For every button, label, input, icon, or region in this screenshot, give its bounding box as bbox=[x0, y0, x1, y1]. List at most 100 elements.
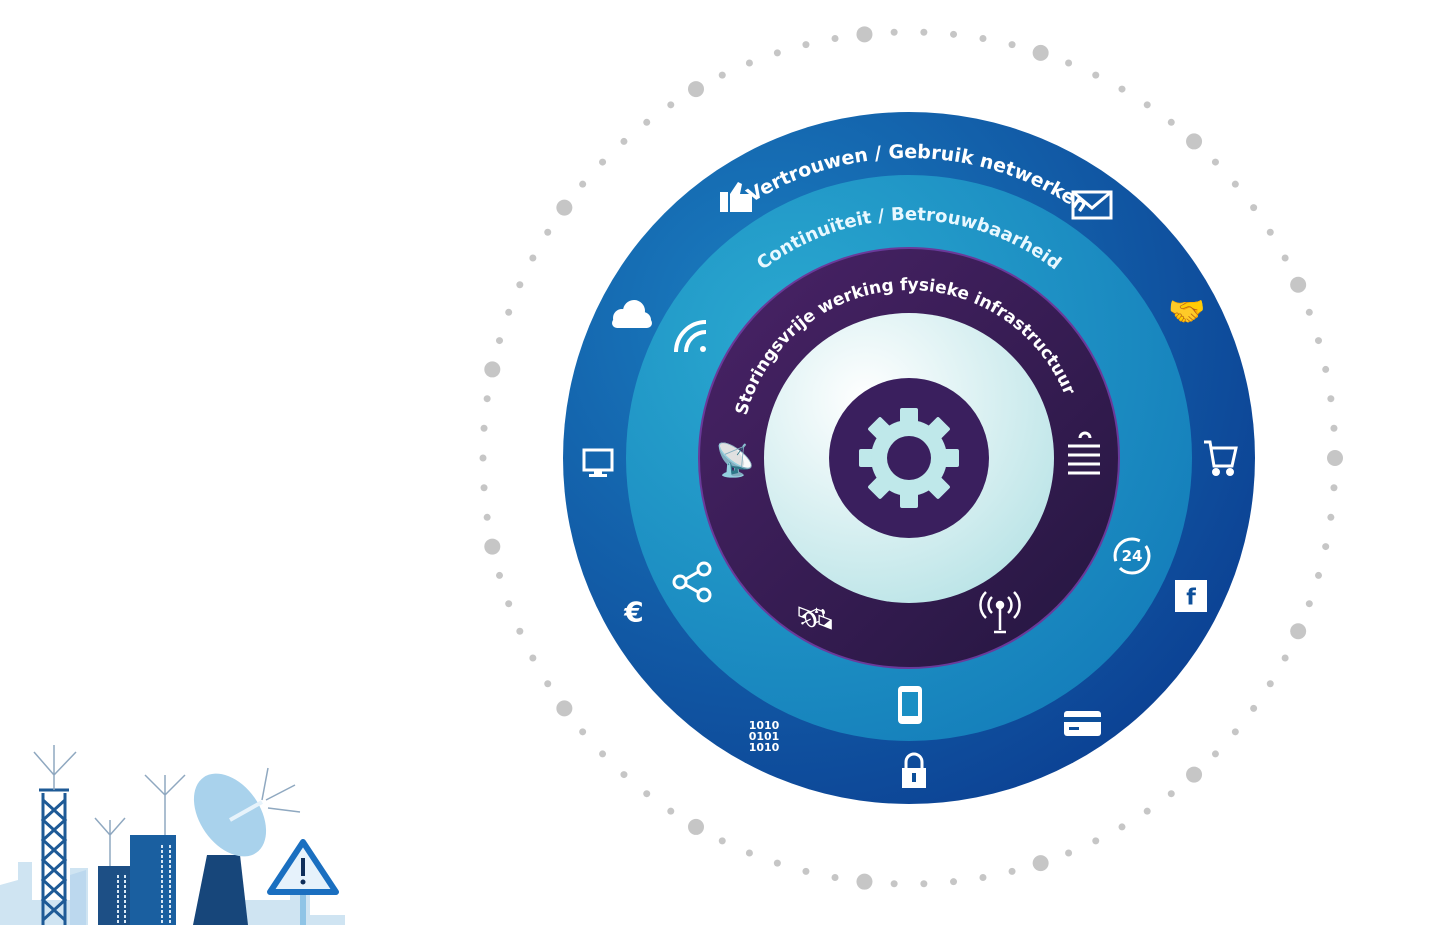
gear-icon bbox=[859, 408, 959, 508]
orbit-dot bbox=[831, 34, 839, 42]
orbit-dot bbox=[1032, 44, 1049, 61]
orbit-dot bbox=[1305, 308, 1313, 316]
building bbox=[130, 835, 176, 925]
dotted-orbit bbox=[479, 26, 1343, 890]
orbit-dot bbox=[979, 34, 987, 42]
orbit-dot bbox=[688, 818, 704, 835]
orbit-dot bbox=[773, 49, 781, 57]
orbit-dot bbox=[1322, 365, 1330, 373]
share-icon bbox=[672, 561, 712, 603]
satellite-icon: 🛰 bbox=[795, 599, 836, 637]
satellite-dish-icon: 📡 bbox=[715, 440, 755, 479]
lattice-tower bbox=[33, 745, 77, 925]
orbit-dot bbox=[1327, 450, 1343, 466]
orbit-dot bbox=[1167, 118, 1175, 126]
orbit-dot bbox=[1118, 823, 1126, 831]
orbit-dot bbox=[643, 790, 651, 798]
orbit-dot bbox=[480, 424, 488, 432]
orbit-dot bbox=[579, 728, 587, 736]
orbit-dot bbox=[496, 337, 504, 345]
orbit-dot bbox=[950, 30, 958, 38]
orbit-dot bbox=[979, 874, 987, 882]
orbit-dot bbox=[483, 513, 491, 521]
orbit-dot bbox=[1290, 276, 1307, 293]
orbit-dot bbox=[1211, 158, 1219, 166]
credit-card-icon bbox=[1064, 711, 1101, 736]
orbit-dot bbox=[1143, 101, 1151, 109]
orbit-dot bbox=[544, 680, 552, 688]
binary-line: 0101 bbox=[749, 730, 780, 743]
envelope-icon bbox=[1071, 190, 1113, 220]
orbit-dot bbox=[1231, 180, 1239, 188]
orbit-dot bbox=[1281, 654, 1289, 662]
orbit-dot bbox=[599, 158, 607, 166]
orbit-dot bbox=[1211, 750, 1219, 758]
orbit-dot bbox=[496, 571, 504, 579]
orbit-dot bbox=[483, 395, 491, 403]
orbit-dot bbox=[1008, 41, 1016, 49]
orbit-dot bbox=[718, 71, 726, 79]
orbit-dot bbox=[1092, 71, 1100, 79]
orbit-dot bbox=[890, 28, 898, 36]
orbit-dot bbox=[484, 538, 501, 555]
orbit-dot bbox=[802, 41, 810, 49]
orbit-dot bbox=[579, 180, 587, 188]
cloud-icon bbox=[612, 300, 652, 328]
binary-icon: 1010 0101 1010 bbox=[749, 719, 780, 754]
orbit-dot bbox=[1330, 484, 1338, 492]
orbit-dot bbox=[1322, 543, 1330, 551]
orbit-dot bbox=[1143, 807, 1151, 815]
orbit-dot bbox=[1314, 337, 1322, 345]
orbit-dot bbox=[745, 849, 753, 857]
orbit-dot bbox=[556, 199, 573, 216]
warning-sign-icon bbox=[267, 839, 339, 925]
orbit-dot bbox=[1186, 766, 1203, 783]
euro-icon: € bbox=[623, 596, 643, 629]
orbit-dot bbox=[920, 880, 928, 888]
orbit-dot bbox=[1008, 867, 1016, 875]
orbit-dot bbox=[1250, 704, 1258, 712]
orbit-dot bbox=[890, 880, 898, 888]
orbit-dot bbox=[1266, 228, 1274, 236]
orbit-dot bbox=[1281, 254, 1289, 262]
orbit-dot bbox=[1327, 395, 1335, 403]
orbit-dot bbox=[544, 228, 552, 236]
orbit-dot bbox=[479, 454, 487, 462]
orbit-dot bbox=[1092, 837, 1100, 845]
orbit-dot bbox=[620, 137, 628, 145]
mobile-icon bbox=[898, 686, 922, 724]
orbit-dot bbox=[688, 81, 704, 98]
thumbs-up-icon bbox=[720, 182, 752, 212]
binary-line: 1010 bbox=[749, 741, 780, 754]
orbit-dot bbox=[667, 101, 675, 109]
city-illustration bbox=[0, 745, 345, 925]
orbit-dot bbox=[745, 59, 753, 67]
lock-icon bbox=[902, 752, 926, 788]
satellite-dish-illustration bbox=[193, 767, 301, 925]
orbit-dot bbox=[505, 308, 513, 316]
orbit-dot bbox=[1032, 855, 1049, 872]
orbit-dot bbox=[856, 26, 873, 43]
orbit-dot bbox=[529, 654, 537, 662]
orbit-dot bbox=[620, 771, 628, 779]
orbit-dot bbox=[1250, 204, 1258, 212]
cart-icon bbox=[1204, 440, 1238, 476]
monitor-icon bbox=[582, 448, 614, 477]
orbit-dot bbox=[831, 874, 839, 882]
orbit-dot bbox=[1314, 571, 1322, 579]
binary-line: 1010 bbox=[749, 719, 780, 732]
orbit-dot bbox=[950, 878, 958, 886]
orbit-dot bbox=[667, 807, 675, 815]
orbit-dot bbox=[529, 254, 537, 262]
orbit-dot bbox=[480, 484, 488, 492]
orbit-dot bbox=[1266, 680, 1274, 688]
orbit-dot bbox=[1290, 623, 1307, 640]
orbit-dot bbox=[1065, 59, 1073, 67]
facebook-icon bbox=[1175, 580, 1207, 612]
24h-label: 24 bbox=[1122, 547, 1143, 565]
orbit-dot bbox=[1305, 600, 1313, 608]
orbit-dot bbox=[516, 627, 524, 635]
orbit-dot bbox=[802, 867, 810, 875]
building bbox=[98, 866, 132, 925]
